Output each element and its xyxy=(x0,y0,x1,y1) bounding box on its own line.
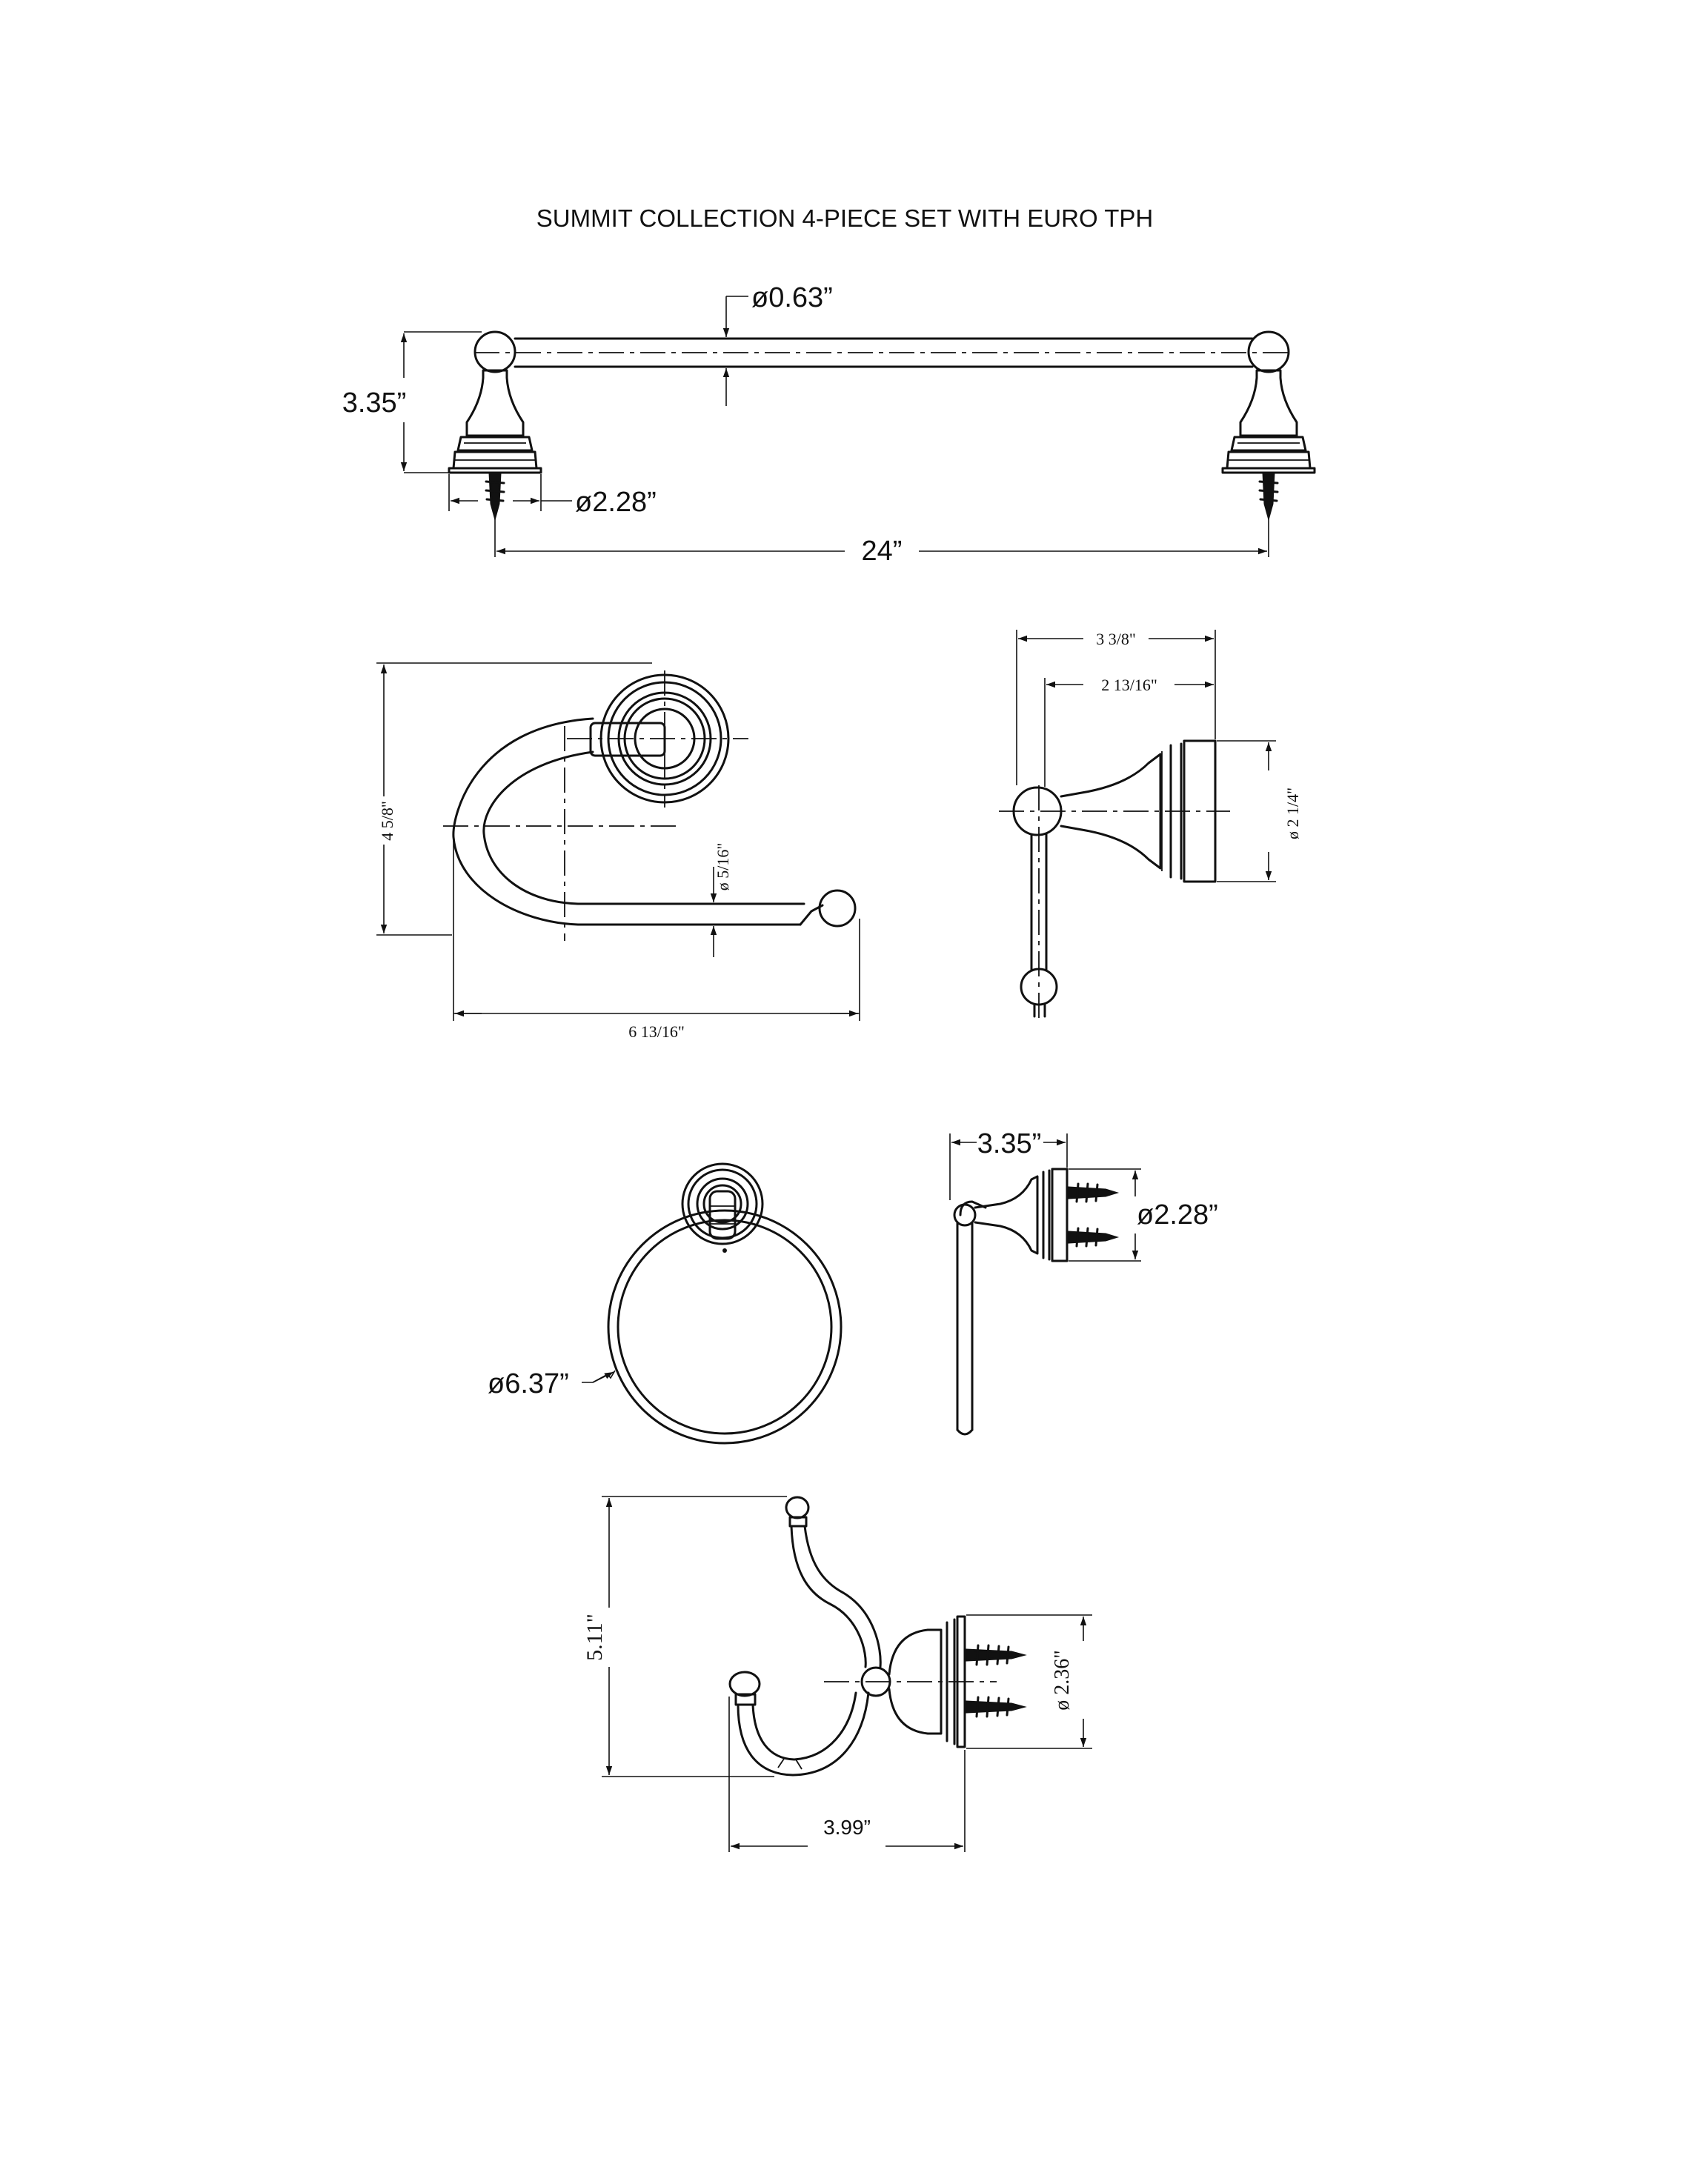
paper-holder-width-dimension: 6 13/16" xyxy=(453,841,860,1041)
paper-holder-width-label: 6 13/16" xyxy=(628,1022,685,1041)
towel-bar-right-screw xyxy=(1258,471,1279,522)
towel-ring-projection-label: 3.35” xyxy=(977,1128,1042,1159)
towel-ring-side-drawing: 3.35” ø2.28” xyxy=(949,1128,1218,1436)
towel-bar-base-diameter-dimension: ø2.28” xyxy=(448,474,657,518)
towel-ring-diameter-label: ø6.37” xyxy=(488,1368,569,1399)
paper-holder-height-label: 4 5/8" xyxy=(378,801,396,841)
towel-bar-length-label: 24” xyxy=(862,536,903,567)
paper-holder-base-diameter-label: ø 2 1/4" xyxy=(1283,788,1302,839)
towel-bar-projection-label: 3.35” xyxy=(342,387,407,419)
towel-bar-projection-dimension: 3.35” xyxy=(342,331,482,473)
paper-holder-base-diameter-dimension: ø 2 1/4" xyxy=(1217,740,1302,882)
robe-hook-height-dimension: 5.11" xyxy=(582,1496,787,1777)
robe-hook-base-diameter-dimension: ø 2.36" xyxy=(966,1614,1092,1749)
paper-holder-arm-projection-dimension: 2 13/16" xyxy=(1044,676,1214,787)
towel-bar-rod-diameter-label: ø0.63” xyxy=(751,282,833,313)
robe-hook-drawing: 5.11" ø 2.36" 3.99” xyxy=(582,1496,1092,1852)
towel-bar-base-diameter-label: ø2.28” xyxy=(575,487,657,518)
robe-hook-projection-dimension: 3.99” xyxy=(728,1697,966,1852)
paper-holder-arm-projection-label: 2 13/16" xyxy=(1101,676,1157,694)
paper-holder-side-drawing: 3 3/8" 2 13/16" ø 2 1/4" xyxy=(999,630,1302,1021)
paper-holder-height-dimension: 4 5/8" xyxy=(376,662,652,936)
robe-hook-projection-label: 3.99” xyxy=(823,1816,871,1839)
robe-hook-base-diameter-label: ø 2.36" xyxy=(1051,1650,1074,1710)
paper-holder-overall-projection-label: 3 3/8" xyxy=(1096,630,1136,648)
paper-holder-rod-diameter-dimension: ø 5/16" xyxy=(710,843,732,957)
paper-holder-overall-projection-dimension: 3 3/8" xyxy=(1016,630,1216,785)
drawing-title: SUMMIT COLLECTION 4-PIECE SET WITH EURO … xyxy=(536,204,1153,232)
towel-bar-length-dimension: 24” xyxy=(494,519,1269,567)
towel-ring-base-diameter-dimension: ø2.28” xyxy=(1069,1168,1218,1262)
paper-holder-rod-diameter-label: ø 5/16" xyxy=(714,843,732,891)
towel-ring-diameter-dimension: ø6.37” xyxy=(488,1368,616,1399)
towel-bar-rod-diameter-dimension: ø0.63” xyxy=(722,282,833,406)
robe-hook-height-label: 5.11" xyxy=(582,1614,607,1661)
towel-bar-left-screw xyxy=(485,471,505,522)
towel-ring-front-drawing: ø6.37” xyxy=(488,1162,843,1445)
towel-ring-side-screws xyxy=(1067,1182,1120,1248)
towel-bar-drawing: ø0.63” 3.35” ø2.28” 24” xyxy=(342,282,1316,567)
paper-holder-front-drawing: 4 5/8" ø 5/16" 6 13/16" xyxy=(376,662,860,1041)
robe-hook-screws xyxy=(965,1644,1027,1718)
towel-ring-projection-dimension: 3.35” xyxy=(949,1128,1068,1200)
towel-ring-base-diameter-label: ø2.28” xyxy=(1137,1199,1218,1231)
towel-bar-right-post xyxy=(1221,330,1316,474)
